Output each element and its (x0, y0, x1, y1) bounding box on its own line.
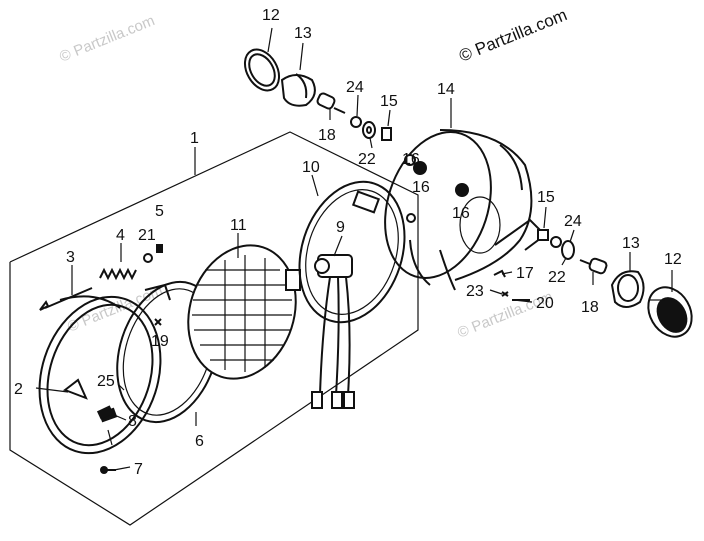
label-part-17: 17 (516, 265, 534, 282)
label-part-20: 20 (536, 295, 554, 312)
label-part-11: 11 (230, 217, 247, 234)
label-part-12-right: 12 (664, 251, 682, 268)
nut-21 (143, 253, 153, 263)
label-part-25: 25 (97, 373, 115, 390)
socket-ring (298, 180, 406, 324)
clip-8 (96, 405, 114, 420)
label-part-22-right: 22 (548, 269, 566, 286)
part-labels: 1 2 3 4 5 6 7 8 9 10 11 12 12 13 13 14 1… (14, 7, 682, 478)
label-part-13-top: 13 (294, 25, 312, 42)
label-part-6: 6 (195, 433, 204, 450)
label-part-24-top: 24 (346, 79, 364, 96)
label-part-8: 8 (128, 413, 137, 430)
label-part-3: 3 (66, 249, 75, 266)
label-part-22-top: 22 (358, 151, 376, 168)
grommet-15-right (537, 229, 549, 241)
label-part-14: 14 (437, 81, 455, 98)
watermark-faint-top-left: © Partzilla.com (57, 12, 157, 66)
screw-23 (501, 291, 509, 297)
label-part-24-right: 24 (564, 213, 582, 230)
label-part-16-c: 16 (452, 205, 470, 222)
label-part-13-right: 13 (622, 235, 640, 252)
assembly-outline-box (9, 131, 419, 526)
screw-7-head (100, 466, 108, 474)
label-part-15-top: 15 (380, 93, 398, 110)
label-part-10: 10 (302, 159, 320, 176)
label-part-5: 5 (155, 203, 164, 220)
label-part-23: 23 (466, 283, 484, 300)
label-part-2: 2 (14, 381, 23, 398)
nut-5 (156, 244, 163, 253)
headlight-case (384, 129, 547, 291)
nut-24-right (550, 236, 562, 248)
bulb-right (579, 257, 608, 275)
clip-17 (493, 269, 506, 278)
washer-22-top (362, 121, 376, 139)
washer-22-right (561, 240, 575, 260)
label-part-16-a: 16 (402, 151, 420, 168)
label-part-12-top: 12 (262, 7, 280, 24)
adjusting-screw (39, 287, 93, 311)
watermark-main: © Partzilla.com (456, 5, 569, 66)
grommet-15-top (381, 127, 392, 141)
label-part-19: 19 (151, 333, 169, 350)
leader-lines (35, 27, 673, 471)
label-part-21: 21 (138, 227, 156, 244)
nut-24-top (350, 116, 362, 128)
sealed-beam-unit (187, 244, 301, 380)
lens-housing-right (610, 270, 645, 308)
bulb-top (316, 92, 346, 114)
headlight-socket (311, 254, 355, 409)
spring (99, 267, 137, 281)
lens-housing-top (280, 73, 316, 107)
screw-25 (117, 383, 125, 391)
marker-lens-top (243, 48, 281, 92)
label-part-18-right: 18 (581, 299, 599, 316)
washer-22-top-hole (366, 126, 372, 134)
label-part-18-top: 18 (318, 127, 336, 144)
screw-19 (154, 318, 162, 326)
watermark-faint-left: © Partzilla.com (65, 282, 165, 336)
label-part-1: 1 (190, 130, 199, 147)
label-part-16-b: 16 (412, 179, 430, 196)
label-part-15-right: 15 (537, 189, 555, 206)
label-part-7: 7 (134, 461, 143, 478)
label-part-4: 4 (116, 227, 125, 244)
label-part-9: 9 (336, 219, 345, 236)
marker-lens-right (647, 286, 693, 338)
